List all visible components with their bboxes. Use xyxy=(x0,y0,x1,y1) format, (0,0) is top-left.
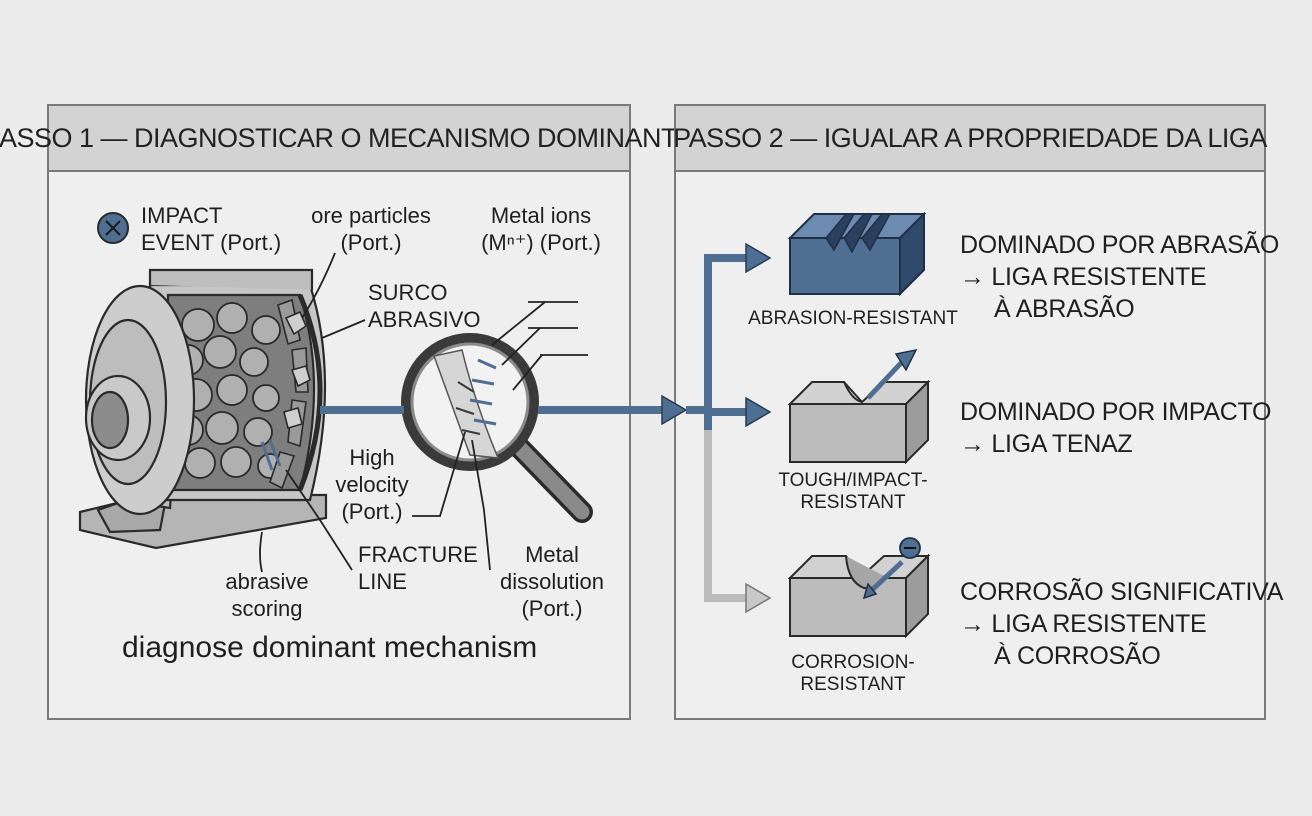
metal-ions-label: Metal ions (Mⁿ⁺) (Port.) xyxy=(481,203,601,255)
abrasion-line1: DOMINADO POR ABRASÃO xyxy=(960,231,1280,259)
step2-header: PASSO 2 — IGUALAR A PROPRIEDADE DA LIGA xyxy=(673,106,1267,172)
step2-panel: PASSO 2 — IGUALAR A PROPRIEDADE DA LIGA xyxy=(673,104,1267,720)
abrasion-block-icon xyxy=(787,211,927,297)
flow-arrows xyxy=(320,242,772,614)
abrasion-description: DOMINADO POR ABRASÃO → LIGA RESISTENTE À… xyxy=(960,229,1279,325)
callout-lines xyxy=(259,252,588,573)
corrosion-line3: À CORROSÃO xyxy=(994,642,1161,670)
grinding-mill-icon xyxy=(78,268,328,550)
fracture-line-label: FRACTURE LINE xyxy=(358,542,478,594)
corrosion-line1: CORROSÃO SIGNIFICATIVA xyxy=(960,578,1284,606)
impact-line1: DOMINADO POR IMPACTO xyxy=(960,398,1272,426)
abrasive-scoring-label: abrasive scoring xyxy=(225,569,309,621)
impact-description: DOMINADO POR IMPACTO → LIGA TENAZ xyxy=(960,396,1271,460)
impact-event-label: IMPACT EVENT (Port.) xyxy=(141,203,282,255)
impact-event-icon xyxy=(97,212,129,244)
corrosion-line2: → LIGA RESISTENTE xyxy=(960,610,1207,638)
ore-particles-label: ore particles (Port.) xyxy=(311,203,431,255)
corrosion-block-icon xyxy=(787,553,931,639)
metal-dissolution-label: Metal dissolution (Port.) xyxy=(500,542,604,621)
step1-header: PASSO 1 — DIAGNOSTICAR O MECANISMO DOMIN… xyxy=(0,106,695,172)
abrasion-resistant-label: ABRASION-RESISTANT xyxy=(748,308,958,329)
corrosion-resistant-label: CORROSION- RESISTANT xyxy=(791,652,915,695)
surco-abrasivo-label: SURCO ABRASIVO xyxy=(368,280,481,332)
magnifier-icon xyxy=(401,333,593,523)
impact-block-icon xyxy=(787,348,931,465)
high-velocity-label: High velocity (Port.) xyxy=(335,445,409,524)
abrasion-line2: → LIGA RESISTENTE xyxy=(960,263,1207,291)
impact-line2: → LIGA TENAZ xyxy=(960,430,1133,458)
diagnose-caption: diagnose dominant mechanism xyxy=(122,631,538,664)
abrasion-line3: À ABRASÃO xyxy=(994,295,1135,323)
ion-icon xyxy=(899,537,921,559)
corrosion-description: CORROSÃO SIGNIFICATIVA → LIGA RESISTENTE… xyxy=(960,576,1283,672)
scoring-marks xyxy=(260,439,282,471)
impact-resistant-label: TOUGH/IMPACT- RESISTANT xyxy=(778,470,928,513)
